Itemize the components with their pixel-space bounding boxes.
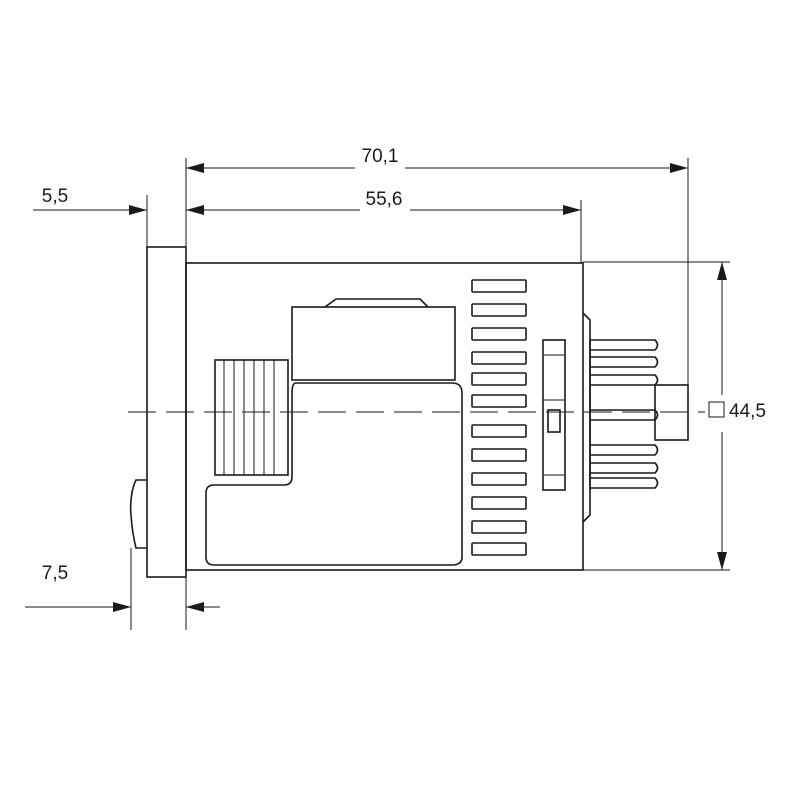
dimension-front-bezel: 5,5 <box>33 186 200 215</box>
dimension-body-length: 55,6 <box>186 189 581 222</box>
extension-lines <box>130 158 730 630</box>
dimension-knob-depth: 7,5 <box>25 563 220 612</box>
square-size-label: 44,5 <box>729 401 766 422</box>
front-knob <box>129 479 147 549</box>
housing-body <box>185 262 584 571</box>
body-length-label: 55,6 <box>366 189 403 210</box>
socket-key <box>542 339 566 491</box>
dimension-overall-length: 70,1 <box>186 146 688 180</box>
rear-plug <box>582 312 689 523</box>
top-component <box>291 298 456 381</box>
inner-board <box>205 382 463 566</box>
cooling-slots <box>471 279 527 556</box>
square-symbol-icon <box>708 401 725 418</box>
dimension-square-size: 44,5 <box>708 262 766 570</box>
overall-length-label: 70,1 <box>362 146 399 167</box>
knob-depth-label: 7,5 <box>42 563 68 584</box>
front-bezel-label: 5,5 <box>42 186 68 207</box>
ribbed-component <box>214 359 289 476</box>
